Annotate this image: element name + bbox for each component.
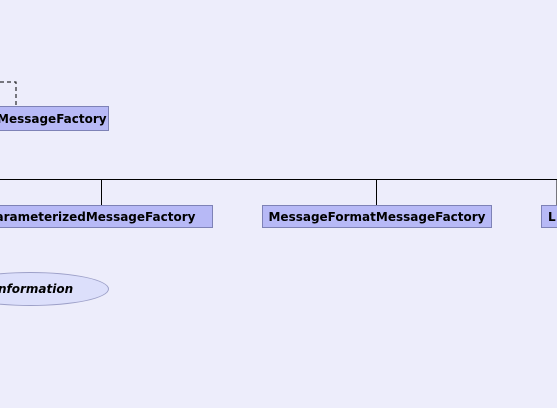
note-label: nformation xyxy=(0,282,74,296)
class-node-truncated[interactable]: L xyxy=(541,205,557,228)
class-node-message-factory[interactable]: MessageFactory xyxy=(0,106,109,131)
class-node-label: MessageFactory xyxy=(0,111,107,126)
dashed-connector xyxy=(0,81,17,106)
class-node-label: L xyxy=(548,209,556,224)
class-node-message-format-message-factory[interactable]: MessageFormatMessageFactory xyxy=(262,205,492,228)
class-node-label: MessageFormatMessageFactory xyxy=(268,209,486,224)
class-node-parameterized-message-factory[interactable]: ParameterizedMessageFactory xyxy=(0,205,213,228)
class-node-label: ParameterizedMessageFactory xyxy=(0,209,196,224)
